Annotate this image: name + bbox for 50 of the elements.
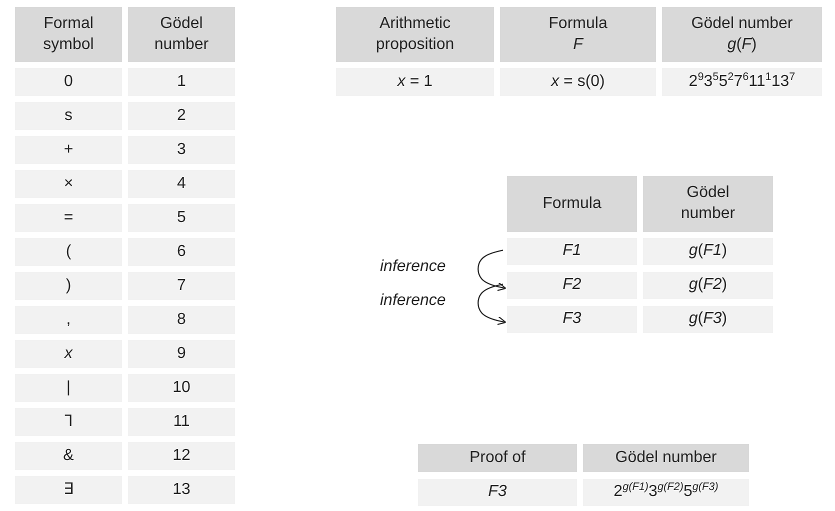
column-header: Gödel number xyxy=(643,176,773,232)
table-cell: 2$^{9}$3$^{5}$5$^{2}$7$^{6}$11$^{1}$13$^{7}$ xyxy=(662,68,822,96)
column-header: Gödel number xyxy=(128,7,235,62)
symbol-cell: & xyxy=(15,442,122,470)
number-cell: 8 xyxy=(128,306,235,334)
column-header: Formal symbol xyxy=(15,7,122,62)
formula-cell: F3 xyxy=(507,306,637,333)
number-cell: 13 xyxy=(128,476,235,504)
symbol-cell: | xyxy=(15,374,122,402)
table-cell: 2$^{g(F1)}$3$^{g(F2)}$5$^{g(F3)}$ xyxy=(583,479,749,506)
number-cell: 11 xyxy=(128,408,235,436)
number-cell: 6 xyxy=(128,238,235,266)
number-cell: 12 xyxy=(128,442,235,470)
symbol-cell: , xyxy=(15,306,122,334)
column-header: Arithmetic proposition xyxy=(336,7,494,62)
table-cell: g(F1) xyxy=(643,238,773,265)
table-cell: F3 xyxy=(418,479,577,506)
table-cell: x = s(0) xyxy=(500,68,656,96)
number-cell: 7 xyxy=(128,272,235,300)
edge-label: inference xyxy=(380,292,446,310)
symbol-cell: + xyxy=(15,136,122,164)
symbol-cell: x xyxy=(15,340,122,368)
column-header: Gödel number xyxy=(583,444,749,472)
symbol-cell: 0 xyxy=(15,68,122,96)
formula-cell: F1 xyxy=(507,238,637,265)
symbol-cell: ) xyxy=(15,272,122,300)
column-header: Proof of xyxy=(418,444,577,472)
table-cell: g(F2) xyxy=(643,272,773,299)
table-cell: x = 1 xyxy=(336,68,494,96)
edge-label: inference xyxy=(380,258,446,276)
column-header: Formula F xyxy=(500,7,656,62)
formula-cell: F2 xyxy=(507,272,637,299)
number-cell: 2 xyxy=(128,102,235,130)
symbol-cell: s xyxy=(15,102,122,130)
curved-arrow xyxy=(478,250,506,292)
column-header: Formula xyxy=(507,176,637,232)
symbol-cell: = xyxy=(15,204,122,232)
symbol-cell: ⅂ xyxy=(15,408,122,436)
symbol-cell: ( xyxy=(15,238,122,266)
number-cell: 9 xyxy=(128,340,235,368)
number-cell: 5 xyxy=(128,204,235,232)
column-header: Gödel number g(F) xyxy=(662,7,822,62)
number-cell: 10 xyxy=(128,374,235,402)
number-cell: 1 xyxy=(128,68,235,96)
number-cell: 3 xyxy=(128,136,235,164)
table-cell: g(F3) xyxy=(643,306,773,333)
symbol-cell: ∃ xyxy=(15,476,122,504)
number-cell: 4 xyxy=(128,170,235,198)
curved-arrow xyxy=(478,284,506,326)
symbol-cell: × xyxy=(15,170,122,198)
